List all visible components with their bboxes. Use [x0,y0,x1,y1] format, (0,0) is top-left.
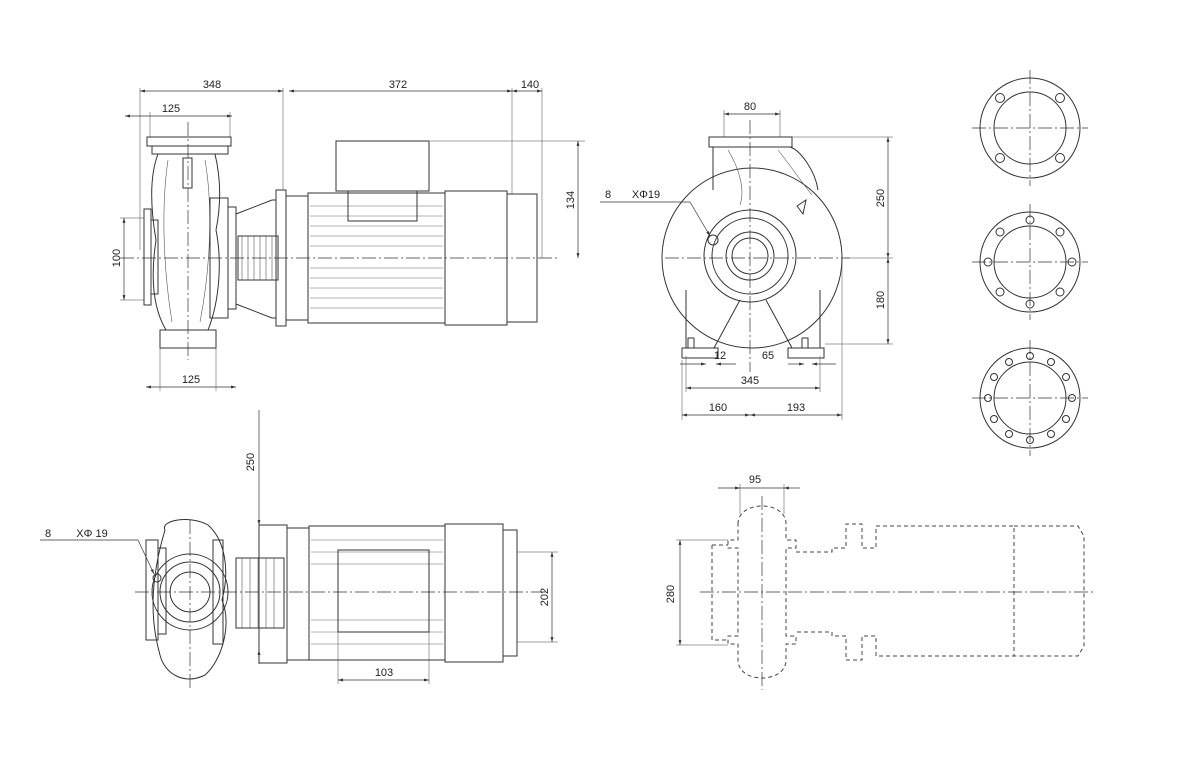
dim-140: 140 [521,79,539,91]
side-motor [285,140,538,326]
top-dimensions [40,410,558,684]
dim-345: 345 [741,375,759,387]
outline-dimensions [676,484,800,646]
side-pump-casing [143,136,237,349]
dim-193: 193 [787,402,805,414]
dim-250-front: 250 [875,189,887,207]
dim-348: 348 [203,79,221,91]
dim-372: 372 [389,79,407,91]
top-view: 250 8 XΦ 19 202 103 [40,410,558,690]
top-hole-count: 8 [45,528,51,540]
dim-125-top: 125 [162,103,180,115]
dim-125-bottom: 125 [182,374,200,386]
top-bracket [235,524,310,664]
front-pump-body [661,136,843,359]
dim-103: 103 [375,667,393,679]
dim-12: 12 [714,350,726,362]
side-view: 348 372 140 125 134 100 125 [111,79,585,391]
top-pump-volute [145,519,229,680]
top-motor [308,523,518,663]
dim-202: 202 [539,588,551,606]
front-dimensions [600,110,893,420]
outline-view: 95 280 [665,474,1095,690]
side-dimensions [120,88,585,391]
flange-12-hole [972,340,1088,456]
front-view: 80 8 XΦ19 250 180 12 65 345 160 193 [600,101,893,420]
dim-280: 280 [665,585,677,603]
front-hole-label: XΦ19 [632,189,660,201]
dim-80: 80 [744,101,756,113]
front-hole-count: 8 [605,189,611,201]
flange-4-hole [972,70,1088,186]
dim-65: 65 [762,350,774,362]
top-hole-label: XΦ 19 [76,528,107,540]
dim-134: 134 [565,191,577,209]
flange-8-hole [972,204,1088,320]
dim-100: 100 [111,249,123,267]
dim-95: 95 [749,474,761,486]
dim-160: 160 [709,402,727,414]
dim-250-top: 250 [245,453,257,471]
dim-180: 180 [875,291,887,309]
